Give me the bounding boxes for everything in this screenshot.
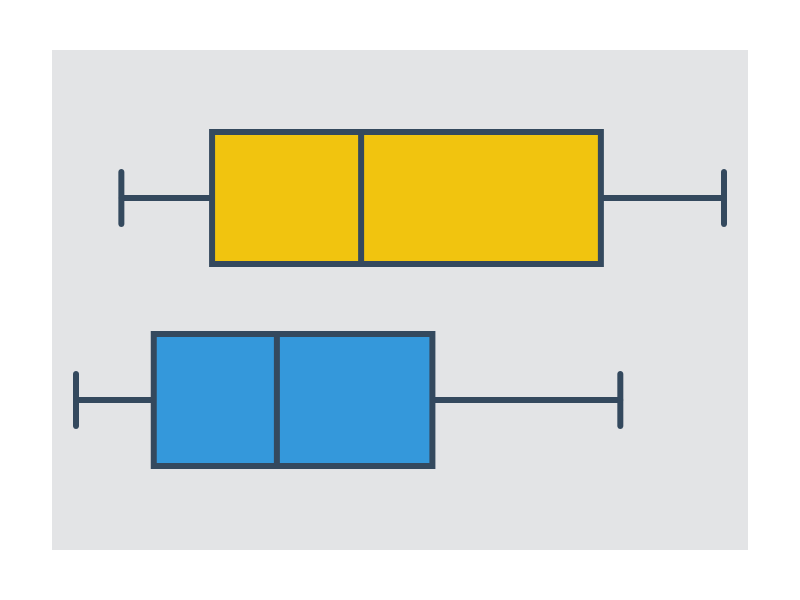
box-series-group	[73, 129, 727, 469]
box	[150, 331, 436, 469]
plot-area	[52, 50, 748, 550]
box	[209, 129, 604, 267]
